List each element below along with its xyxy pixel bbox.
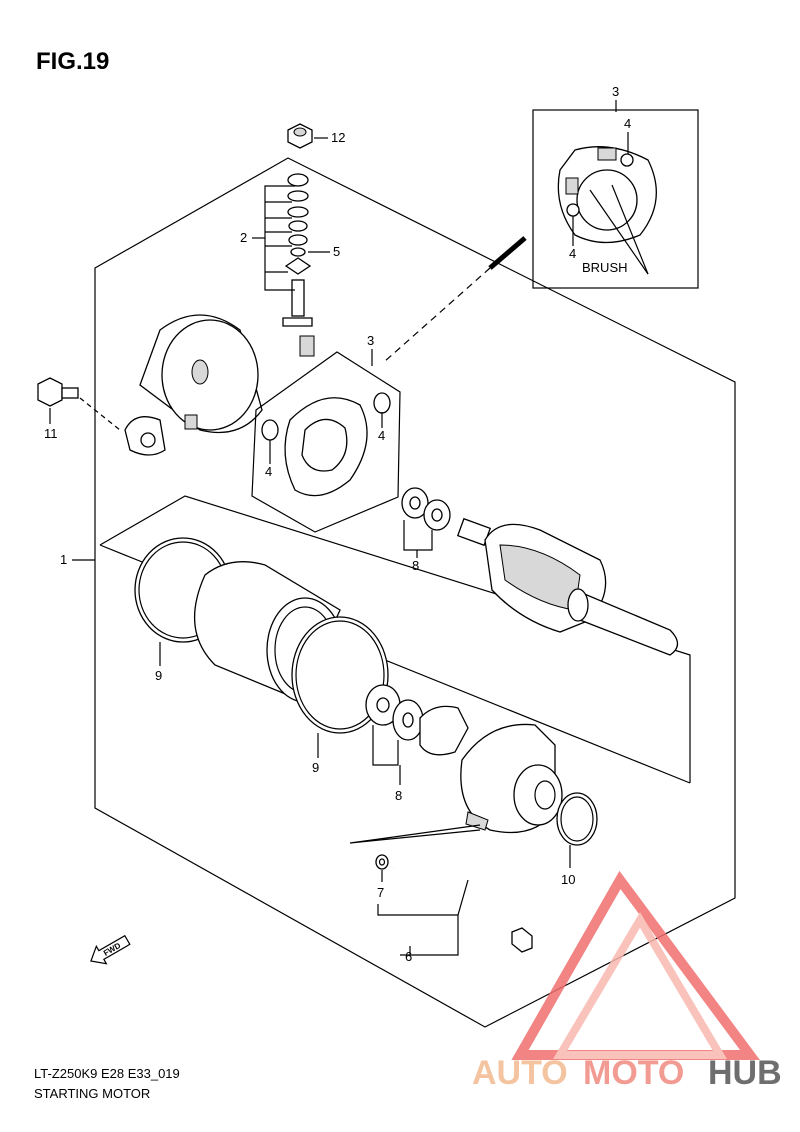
long-bolt-part-6 <box>393 866 533 953</box>
callout-4-detail-bottom: 4 <box>569 246 576 261</box>
brush-plate <box>261 392 391 497</box>
callout-8-lower: 8 <box>395 788 402 803</box>
callout-12: 12 <box>331 130 345 145</box>
motor-frame-outline <box>99 495 691 783</box>
model-code: LT-Z250K9 E28 E33_019 <box>34 1066 180 1081</box>
brush-plate-outline <box>251 351 401 533</box>
armature <box>456 517 679 656</box>
callout-7: 7 <box>377 885 384 900</box>
callout-11: 11 <box>44 426 58 441</box>
terminal-washer-stack <box>282 173 315 357</box>
callout-8-upper: 8 <box>412 558 419 573</box>
o-ring-10 <box>556 792 598 846</box>
callout-3-detail: 3 <box>612 84 619 99</box>
callout-9-left: 9 <box>155 668 162 683</box>
assembly-outline <box>94 157 736 1028</box>
front-housing <box>460 723 563 834</box>
o-ring-9-right-inner <box>295 620 385 730</box>
rear-end-cover <box>124 314 263 456</box>
o-ring-10-inner <box>560 796 594 842</box>
watermark-triangle <box>511 870 760 1060</box>
watermark-auto: AUTO <box>472 1054 568 1092</box>
callout-2: 2 <box>240 230 247 245</box>
nut-part-12 <box>287 123 313 149</box>
watermark-hub: HUB <box>708 1054 782 1092</box>
section-name: STARTING MOTOR <box>34 1086 151 1101</box>
brush-label: BRUSH <box>582 260 628 275</box>
washer-pair-upper <box>401 487 451 531</box>
watermark-logo: AUTO MOTO HUB <box>472 870 782 1092</box>
brush-holder-detail <box>557 146 657 275</box>
detail-pointer-thick <box>488 236 527 270</box>
callout-1: 1 <box>60 552 67 567</box>
callout-9-right: 9 <box>312 760 319 775</box>
figure-title: FIG.19 <box>36 48 110 75</box>
washer-pair-lower <box>365 684 469 756</box>
watermark-moto: MOTO <box>583 1054 684 1092</box>
callout-6: 6 <box>405 949 412 964</box>
callout-4-plate-right: 4 <box>378 428 385 443</box>
fwd-arrow-icon: FWD <box>90 934 131 965</box>
callout-5: 5 <box>333 244 340 259</box>
o-ring-9-right <box>291 616 389 734</box>
callout-3-plate: 3 <box>367 333 374 348</box>
callout-4-plate-left: 4 <box>265 464 272 479</box>
washer-part-7 <box>375 854 389 870</box>
bolt-part-11 <box>37 377 121 431</box>
callout-10: 10 <box>561 872 575 887</box>
callout-4-detail-top: 4 <box>624 116 631 131</box>
detail-pointer-dashed <box>383 267 491 363</box>
